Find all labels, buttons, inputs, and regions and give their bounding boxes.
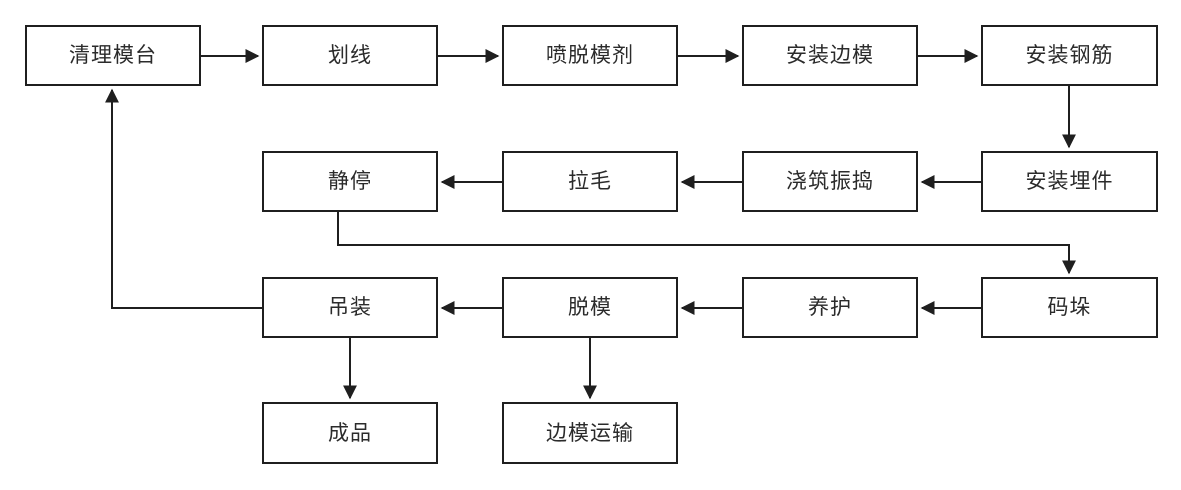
process-node-label: 划线 [328,44,372,67]
process-node-n9[interactable]: 静停 [262,151,438,212]
process-node-n8[interactable]: 拉毛 [502,151,678,212]
process-node-n11[interactable]: 养护 [742,277,918,338]
process-node-label: 安装边模 [786,44,874,67]
process-node-label: 脱模 [568,296,612,319]
process-node-n12[interactable]: 脱模 [502,277,678,338]
flow-arrow-n13-to-n1 [105,88,262,309]
process-node-n13[interactable]: 吊装 [262,277,438,338]
process-node-label: 养护 [808,296,852,319]
process-node-n3[interactable]: 喷脱模剂 [502,25,678,86]
process-node-label: 吊装 [328,296,372,319]
process-node-label: 喷脱模剂 [546,44,634,67]
process-node-label: 浇筑振捣 [786,170,874,193]
process-node-label: 码垛 [1047,296,1092,319]
process-node-n2[interactable]: 划线 [262,25,438,86]
process-node-n4[interactable]: 安装边模 [742,25,918,86]
process-node-n14[interactable]: 成品 [262,402,438,464]
process-node-n5[interactable]: 安装钢筋 [981,25,1158,86]
process-node-n7[interactable]: 浇筑振捣 [742,151,918,212]
process-node-n10[interactable]: 码垛 [981,277,1158,338]
process-node-label: 拉毛 [568,170,612,193]
process-node-label: 清理模台 [69,44,157,67]
flowchart-edges [105,49,1076,400]
process-node-n6[interactable]: 安装埋件 [981,151,1158,212]
process-node-label: 边模运输 [546,421,634,445]
process-node-n15[interactable]: 边模运输 [502,402,678,464]
flow-arrow-n9-to-n10 [337,212,1076,275]
process-node-label: 成品 [328,421,372,445]
process-node-label: 安装钢筋 [1025,44,1114,67]
process-node-n1[interactable]: 清理模台 [25,25,201,86]
process-node-label: 静停 [328,170,372,193]
process-node-label: 安装埋件 [1025,170,1114,193]
